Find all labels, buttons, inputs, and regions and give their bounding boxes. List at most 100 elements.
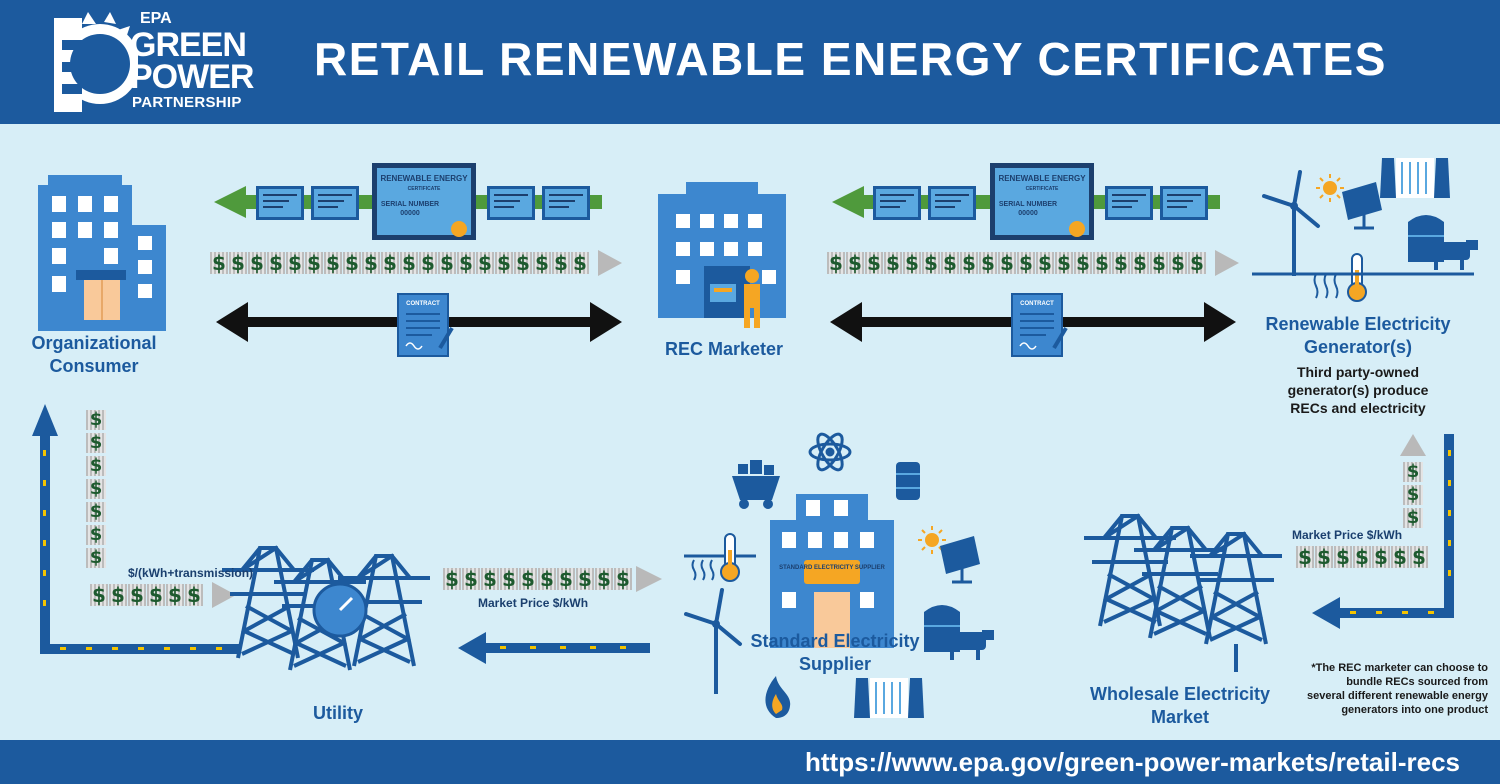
dollar-sign: $ (86, 456, 106, 476)
dollar-sign: $ (476, 252, 494, 274)
header-banner: EPA GREEN POWER PARTNERSHIP RETAIL RENEW… (0, 0, 1500, 124)
dollar-sign: $ (1112, 252, 1130, 274)
dollar-sign: $ (1055, 252, 1073, 274)
dollar-sign: $ (305, 252, 323, 274)
supplier-sign-text: STANDARD ELECTRICITY SUPPLIER (779, 565, 885, 571)
dollar-sign: $ (1093, 252, 1111, 274)
page-title: RETAIL RENEWABLE ENERGY CERTIFICATES (314, 33, 1387, 85)
dollar-sign: $ (557, 568, 575, 590)
money-arrow-head-5 (1400, 434, 1426, 456)
dollar-sign: $ (533, 252, 551, 274)
money-arrow-head-3 (636, 566, 662, 592)
dollar-sign: $ (381, 252, 399, 274)
dollar-sign: $ (86, 525, 106, 545)
payment-row-marketer-to-generator: $$$$$$$$$$$$$$$$$$$$ (827, 252, 1206, 274)
dollar-sign: $ (514, 252, 532, 274)
atom-nuclear-icon (808, 432, 852, 472)
logo-epa-text: EPA (140, 10, 172, 27)
sun-icon (1315, 173, 1345, 203)
generator-description: Third party-owned generator(s) produce R… (1287, 364, 1429, 416)
solar-panel-icon (1340, 180, 1384, 230)
supplier-solar-icon (938, 534, 982, 584)
dollar-sign: $ (86, 433, 106, 453)
footer-banner: https://www.epa.gov/green-power-markets/… (0, 740, 1500, 784)
payment-column-wholesale: $$$ (1403, 462, 1423, 528)
payment-row-consumer-to-utility: $$$$$$ (90, 584, 203, 606)
dollar-sign: $ (90, 584, 108, 606)
dollar-sign: $ (128, 584, 146, 606)
certificate-large-2: RENEWABLE ENERGY CERTIFICATE SERIAL NUMB… (990, 163, 1094, 240)
cert-2-serial-label: SERIAL NUMBER (999, 201, 1057, 208)
dollar-sign: $ (286, 252, 304, 274)
dollar-sign: $ (571, 252, 589, 274)
dollar-sign: $ (1403, 485, 1423, 505)
sunburst-logo-icon (54, 12, 138, 112)
wholesale-label: Wholesale Electricity Market (1089, 684, 1271, 727)
dollar-sign: $ (1353, 546, 1371, 568)
dollar-sign: $ (1372, 546, 1390, 568)
dollar-sign: $ (229, 252, 247, 274)
dollar-sign: $ (903, 252, 921, 274)
supplier-hydro-icon (853, 677, 925, 719)
dollar-sign: $ (1296, 546, 1314, 568)
dollar-sign: $ (1188, 252, 1206, 274)
dollar-sign: $ (166, 584, 184, 606)
cert-1-serial-value: 00000 (400, 210, 420, 217)
contract-document-icon-2: CONTRACT (1011, 293, 1068, 357)
dollar-sign: $ (1391, 546, 1409, 568)
dollar-sign: $ (846, 252, 864, 274)
dollar-sign: $ (1410, 546, 1428, 568)
coal-cart-icon (732, 460, 780, 509)
generator-cluster-icon (1252, 157, 1479, 302)
dollar-sign: $ (438, 252, 456, 274)
consumer-building-icon (38, 175, 166, 331)
dollar-sign: $ (865, 252, 883, 274)
logo-partnership-text: PARTNERSHIP (132, 94, 242, 111)
money-arrow-head-1 (598, 250, 622, 276)
dollar-sign: $ (457, 252, 475, 274)
flame-icon (765, 676, 791, 718)
electricity-bolt-marks (43, 450, 1451, 650)
contract-1-label: CONTRACT (406, 301, 440, 307)
wholesale-market-price-label: Market Price $/kWh (1292, 528, 1403, 542)
dollar-sign: $ (827, 252, 845, 274)
footer-url-link[interactable]: https://www.epa.gov/green-power-markets/… (805, 747, 1460, 777)
supplier-geothermal-icon (684, 533, 756, 582)
logo-green-text: GREEN (130, 26, 247, 64)
supplier-wind-icon (684, 588, 742, 696)
dollar-sign: $ (443, 568, 461, 590)
dollar-sign: $ (495, 252, 513, 274)
dollar-sign: $ (1334, 546, 1352, 568)
dollar-sign: $ (185, 584, 203, 606)
cert-2-title: RENEWABLE ENERGY (998, 174, 1086, 183)
logo-power-text: POWER (130, 58, 254, 96)
dollar-sign: $ (552, 252, 570, 274)
payment-row-consumer-to-marketer: $$$$$$$$$$$$$$$$$$$$ (210, 252, 589, 274)
geothermal-thermometer-icon (1347, 253, 1367, 302)
supplier-market-price-label: Market Price $/kWh (478, 596, 589, 610)
certificate-large-1: RENEWABLE ENERGY CERTIFICATE SERIAL NUMB… (372, 163, 476, 240)
utility-price-label: $/(kWh+transmission) (128, 566, 254, 580)
dollar-sign: $ (1315, 546, 1333, 568)
dollar-sign: $ (109, 584, 127, 606)
dollar-sign: $ (576, 568, 594, 590)
rec-bundle-footnote: *The REC marketer can choose to bundle R… (1307, 662, 1488, 716)
cert-2-subtitle: CERTIFICATE (1026, 186, 1059, 192)
dollar-sign: $ (481, 568, 499, 590)
dollar-sign: $ (343, 252, 361, 274)
biogas-farm-icon (1407, 214, 1479, 271)
dollar-sign: $ (538, 568, 556, 590)
generator-to-wholesale-line (1312, 434, 1454, 629)
payment-column-consumer: $$$$$$$ (86, 410, 106, 568)
cert-2-seal-icon (1069, 221, 1085, 237)
dollar-sign: $ (267, 252, 285, 274)
dollar-sign: $ (595, 568, 613, 590)
dollar-sign: $ (400, 252, 418, 274)
money-arrow-head-4 (212, 582, 236, 608)
wholesale-pylons-icon (1082, 514, 1284, 672)
wind-turbine-icon (1262, 170, 1320, 278)
standard-supplier-building-icon: STANDARD ELECTRICITY SUPPLIER (770, 494, 894, 648)
dollar-sign: $ (1036, 252, 1054, 274)
cert-1-title: RENEWABLE ENERGY (380, 174, 468, 183)
dollar-sign: $ (1403, 508, 1423, 528)
